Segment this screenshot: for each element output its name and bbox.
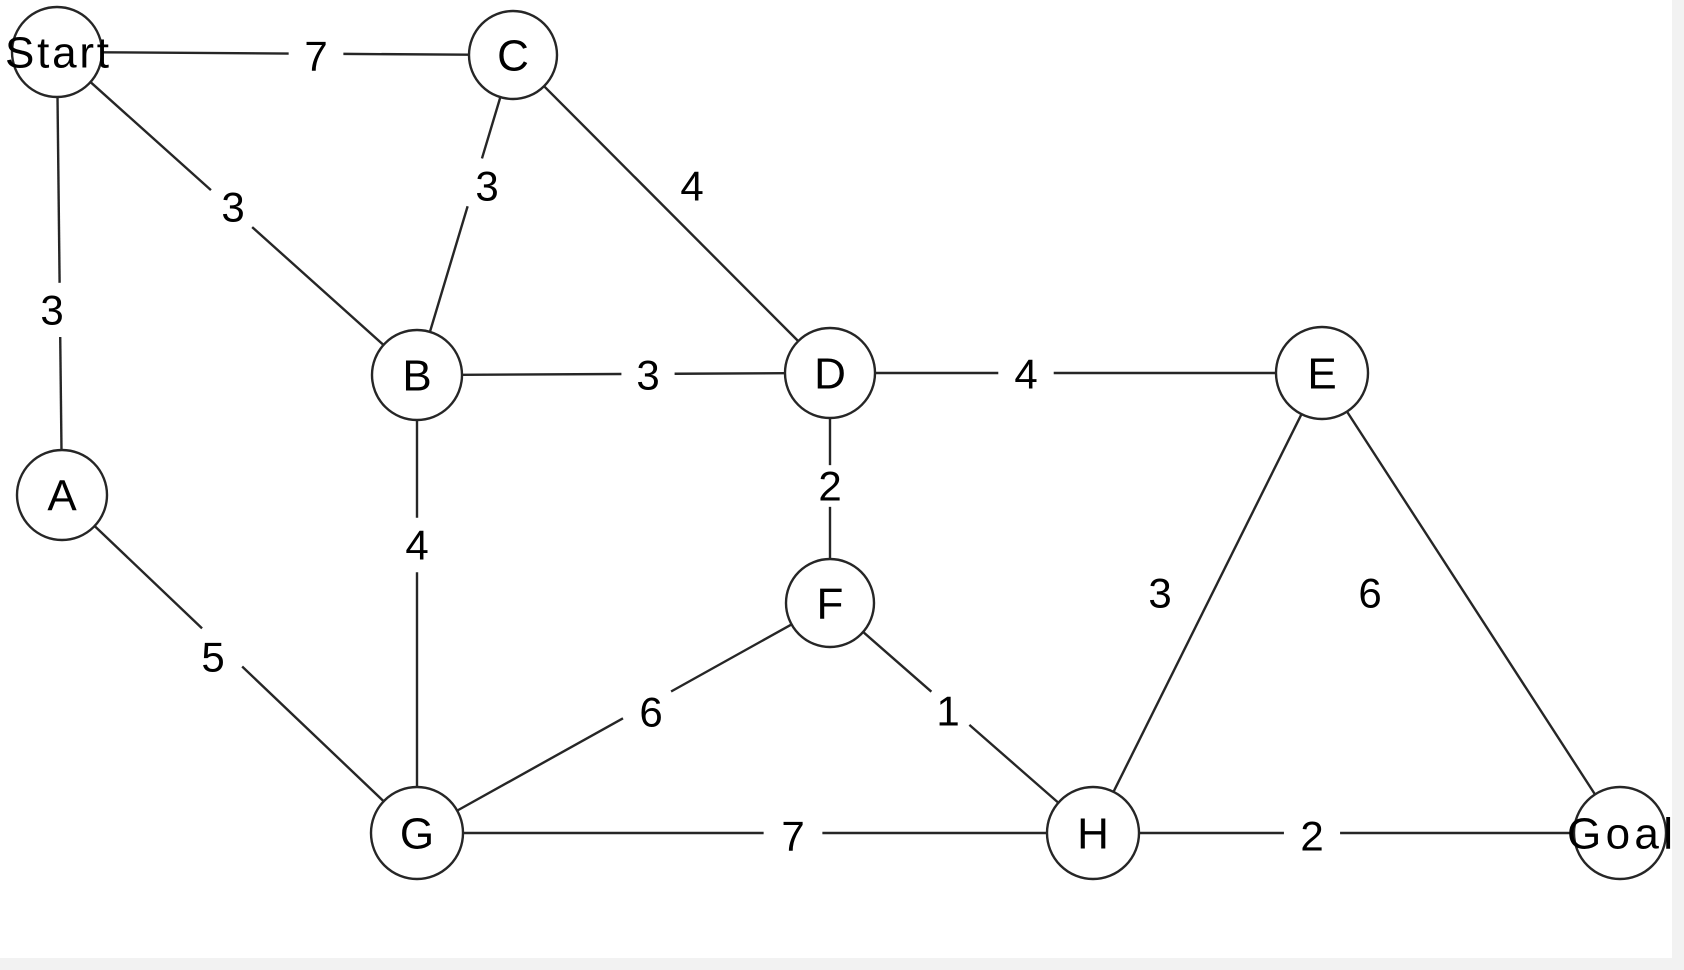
edge-weight-label: 1 bbox=[936, 688, 959, 735]
graph-edge bbox=[56, 96, 61, 283]
edge-weight-label: 4 bbox=[680, 163, 703, 210]
graph-edge bbox=[101, 51, 289, 55]
edge-weight-label: 4 bbox=[405, 522, 428, 569]
graph-node-f[interactable]: F bbox=[784, 557, 876, 649]
graph-node-c[interactable]: C bbox=[467, 9, 559, 101]
edge-weight-label: 6 bbox=[639, 689, 662, 736]
edge-weight-label: 2 bbox=[818, 463, 841, 510]
graph-edge bbox=[461, 372, 622, 376]
node-circle[interactable] bbox=[783, 326, 877, 420]
right-gutter bbox=[1672, 0, 1684, 970]
graph-edge bbox=[89, 81, 212, 192]
node-circle[interactable] bbox=[369, 785, 465, 881]
node-circle[interactable] bbox=[370, 328, 464, 422]
edge-weight-label: 5 bbox=[201, 634, 224, 681]
edge-weight-label: 6 bbox=[1358, 570, 1381, 617]
node-label: G bbox=[400, 810, 434, 859]
graph-node-goal[interactable]: Goal bbox=[1567, 785, 1673, 881]
nodes-layer: Start C B D E A F G H Goal bbox=[5, 5, 1673, 881]
node-label: F bbox=[817, 580, 844, 629]
node-circle[interactable] bbox=[1045, 785, 1141, 881]
node-label: Goal bbox=[1567, 810, 1673, 859]
node-label: C bbox=[497, 32, 529, 81]
node-circle[interactable] bbox=[15, 448, 109, 542]
graph-edge bbox=[968, 723, 1060, 804]
graph-node-h[interactable]: H bbox=[1045, 785, 1141, 881]
node-label: E bbox=[1307, 350, 1336, 399]
graph-edge bbox=[480, 96, 502, 159]
graph-edge bbox=[456, 717, 624, 812]
graph-node-g[interactable]: G bbox=[369, 785, 465, 881]
node-circle[interactable] bbox=[10, 5, 104, 99]
node-circle[interactable] bbox=[467, 9, 559, 101]
graph-node-start[interactable]: Start bbox=[5, 5, 109, 99]
graph-edge bbox=[428, 205, 469, 333]
bottom-gutter bbox=[0, 958, 1684, 970]
node-label: A bbox=[47, 472, 77, 521]
graph-edge bbox=[543, 85, 800, 342]
edge-weight-label: 3 bbox=[221, 184, 244, 231]
node-circle[interactable] bbox=[1274, 325, 1370, 421]
graph-edge bbox=[59, 336, 63, 451]
graph-edge bbox=[1346, 410, 1596, 796]
edge-weight-label: 2 bbox=[1300, 813, 1323, 860]
edge-weight-label: 3 bbox=[40, 287, 63, 334]
graph-edge bbox=[251, 226, 385, 346]
edge-labels-layer: 7 3 3 3 4 3 4 4 2 5 6 7 1 3 6 2 bbox=[40, 33, 1381, 860]
graph-node-a[interactable]: A bbox=[15, 448, 109, 542]
edge-weight-label: 3 bbox=[636, 352, 659, 399]
node-circle[interactable] bbox=[784, 557, 876, 649]
graph-node-d[interactable]: D bbox=[783, 326, 877, 420]
edge-weight-label: 7 bbox=[304, 33, 327, 80]
edge-weight-label: 7 bbox=[781, 813, 804, 860]
graph-edge bbox=[1112, 413, 1303, 793]
graph-edge bbox=[93, 525, 203, 630]
graph-node-e[interactable]: E bbox=[1274, 325, 1370, 421]
graph-edge bbox=[343, 52, 470, 56]
graph-edge bbox=[241, 665, 385, 803]
edges-layer bbox=[56, 51, 1596, 835]
node-label: B bbox=[402, 352, 431, 401]
node-label: Start bbox=[5, 29, 109, 78]
graph-edge bbox=[862, 631, 933, 693]
edge-weight-label: 3 bbox=[1148, 570, 1171, 617]
node-label: D bbox=[814, 350, 846, 399]
graph-node-b[interactable]: B bbox=[370, 328, 464, 422]
graph-edge bbox=[670, 623, 793, 693]
edge-weight-label: 4 bbox=[1014, 351, 1037, 398]
node-label: H bbox=[1077, 810, 1109, 859]
node-circle[interactable] bbox=[1572, 785, 1668, 881]
graph-edge bbox=[674, 372, 786, 375]
edge-weight-label: 3 bbox=[475, 163, 498, 210]
